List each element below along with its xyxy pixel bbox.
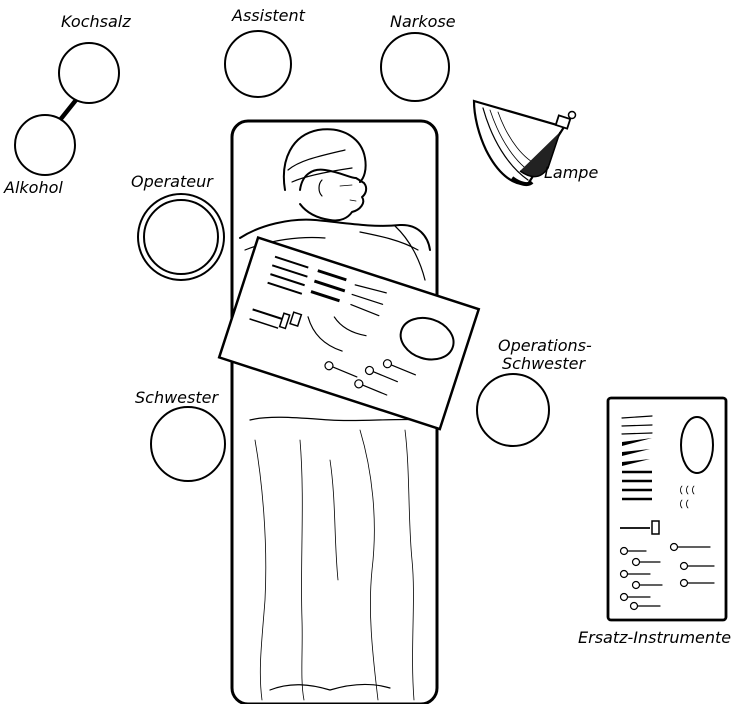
surgical-lamp-icon (472, 99, 577, 187)
label-schwester: Schwester (135, 388, 219, 407)
operations-schwester-circle (476, 373, 550, 447)
label-assistent: Assistent (231, 6, 306, 25)
label-ersatz: Ersatz-Instrumente (578, 628, 731, 647)
instrument-tray (217, 235, 481, 431)
label-kochsalz: Kochsalz (61, 12, 131, 31)
label-operateur: Operateur (131, 172, 214, 191)
operateur-circle (137, 193, 225, 281)
connector-bar (58, 98, 78, 122)
spare-instrument-tray (606, 396, 728, 622)
kochsalz-circle (58, 42, 120, 104)
label-alkohol: Alkohol (3, 178, 63, 197)
narkose-circle (380, 32, 450, 102)
alkohol-circle (14, 114, 76, 176)
label-operations-line2: Schwester (502, 354, 586, 373)
label-operations-line1: Operations- (498, 336, 592, 355)
schwester-circle (150, 406, 226, 482)
assistent-circle (224, 30, 292, 98)
solution-stand (14, 42, 120, 176)
label-narkose: Narkose (390, 12, 456, 31)
label-lampe: Lampe (544, 163, 598, 182)
